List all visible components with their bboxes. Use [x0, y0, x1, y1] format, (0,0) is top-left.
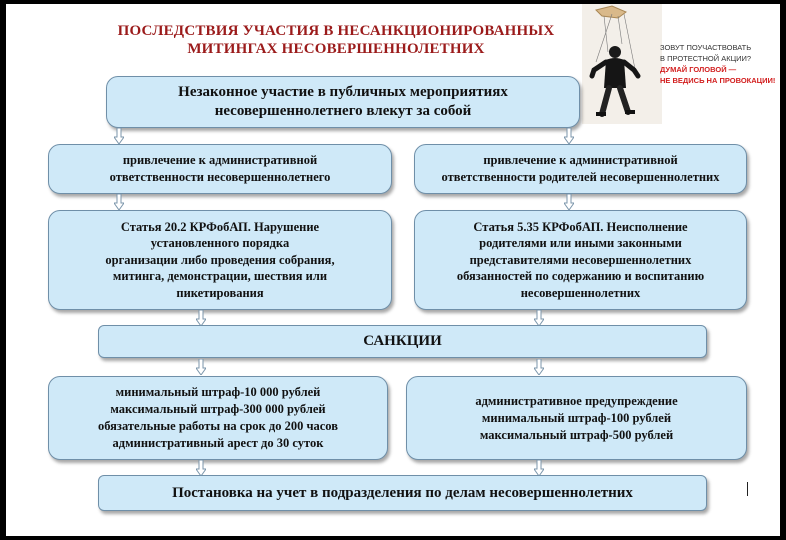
promo-line-3: Думай головой — — [660, 65, 737, 74]
arrow-down-icon — [114, 194, 124, 210]
registration-text: Постановка на учет в подразделения по де… — [172, 484, 633, 501]
promo-illustration: Зовут поучаствовать в протестной акции? … — [582, 4, 780, 124]
arrow-down-icon — [534, 359, 544, 375]
registration-box: Постановка на учет в подразделения по де… — [98, 475, 707, 511]
consequence-text: Незаконное участие в публичных мероприят… — [178, 84, 508, 119]
promo-line-1: Зовут поучаствовать — [660, 43, 752, 52]
arrow-down-icon — [564, 128, 574, 144]
text-cursor-icon — [747, 482, 748, 496]
article-5-35-box: Статья 5.35 КРФобАП. Неисполнение родите… — [414, 210, 747, 310]
parent-sanctions-text: административное предупреждение минималь… — [475, 393, 678, 442]
arrow-down-icon — [196, 310, 206, 326]
parent-sanctions-box: административное предупреждение минималь… — [406, 376, 747, 460]
parent-responsibility-text: привлечение к административной ответстве… — [441, 153, 720, 184]
promo-line-2: в протестной акции? — [660, 54, 752, 63]
arrow-down-icon — [114, 128, 124, 144]
promo-line-4: не ведись на провокации! — [660, 76, 776, 85]
article-20-2-box: Статья 20.2 КРФобАП. Нарушение установле… — [48, 210, 392, 310]
title-line-1: ПОСЛЕДСТВИЯ УЧАСТИЯ В НЕСАНКЦИОНИРОВАННЫ… — [117, 23, 555, 39]
arrow-down-icon — [534, 310, 544, 326]
puppet-figure-icon — [582, 4, 662, 124]
promo-caption: Зовут поучаствовать в протестной акции? … — [660, 42, 778, 86]
arrow-down-icon — [534, 460, 544, 476]
consequence-box: Незаконное участие в публичных мероприят… — [106, 76, 580, 128]
arrow-down-icon — [196, 359, 206, 375]
minor-responsibility-text: привлечение к административной ответстве… — [109, 153, 331, 184]
article-5-35-text: Статья 5.35 КРФобАП. Неисполнение родите… — [456, 219, 705, 300]
arrow-down-icon — [196, 460, 206, 476]
minor-sanctions-box: минимальный штраф-10 000 рублей максимал… — [48, 376, 388, 460]
sanctions-header: САНКЦИИ — [98, 325, 707, 358]
article-20-2-text: Статья 20.2 КРФобАП. Нарушение установле… — [105, 219, 335, 300]
minor-sanctions-text: минимальный штраф-10 000 рублей максимал… — [97, 385, 338, 450]
arrow-down-icon — [564, 194, 574, 210]
minor-responsibility-box: привлечение к административной ответстве… — [48, 144, 392, 194]
infographic-frame: ПОСЛЕДСТВИЯ УЧАСТИЯ В НЕСАНКЦИОНИРОВАННЫ… — [6, 4, 780, 536]
sanctions-header-text: САНКЦИИ — [363, 333, 442, 349]
title-line-2: МИТИНГАХ НЕСОВЕРШЕННОЛЕТНИХ — [187, 41, 485, 57]
page-title: ПОСЛЕДСТВИЯ УЧАСТИЯ В НЕСАНКЦИОНИРОВАННЫ… — [96, 22, 576, 58]
parent-responsibility-box: привлечение к административной ответстве… — [414, 144, 747, 194]
